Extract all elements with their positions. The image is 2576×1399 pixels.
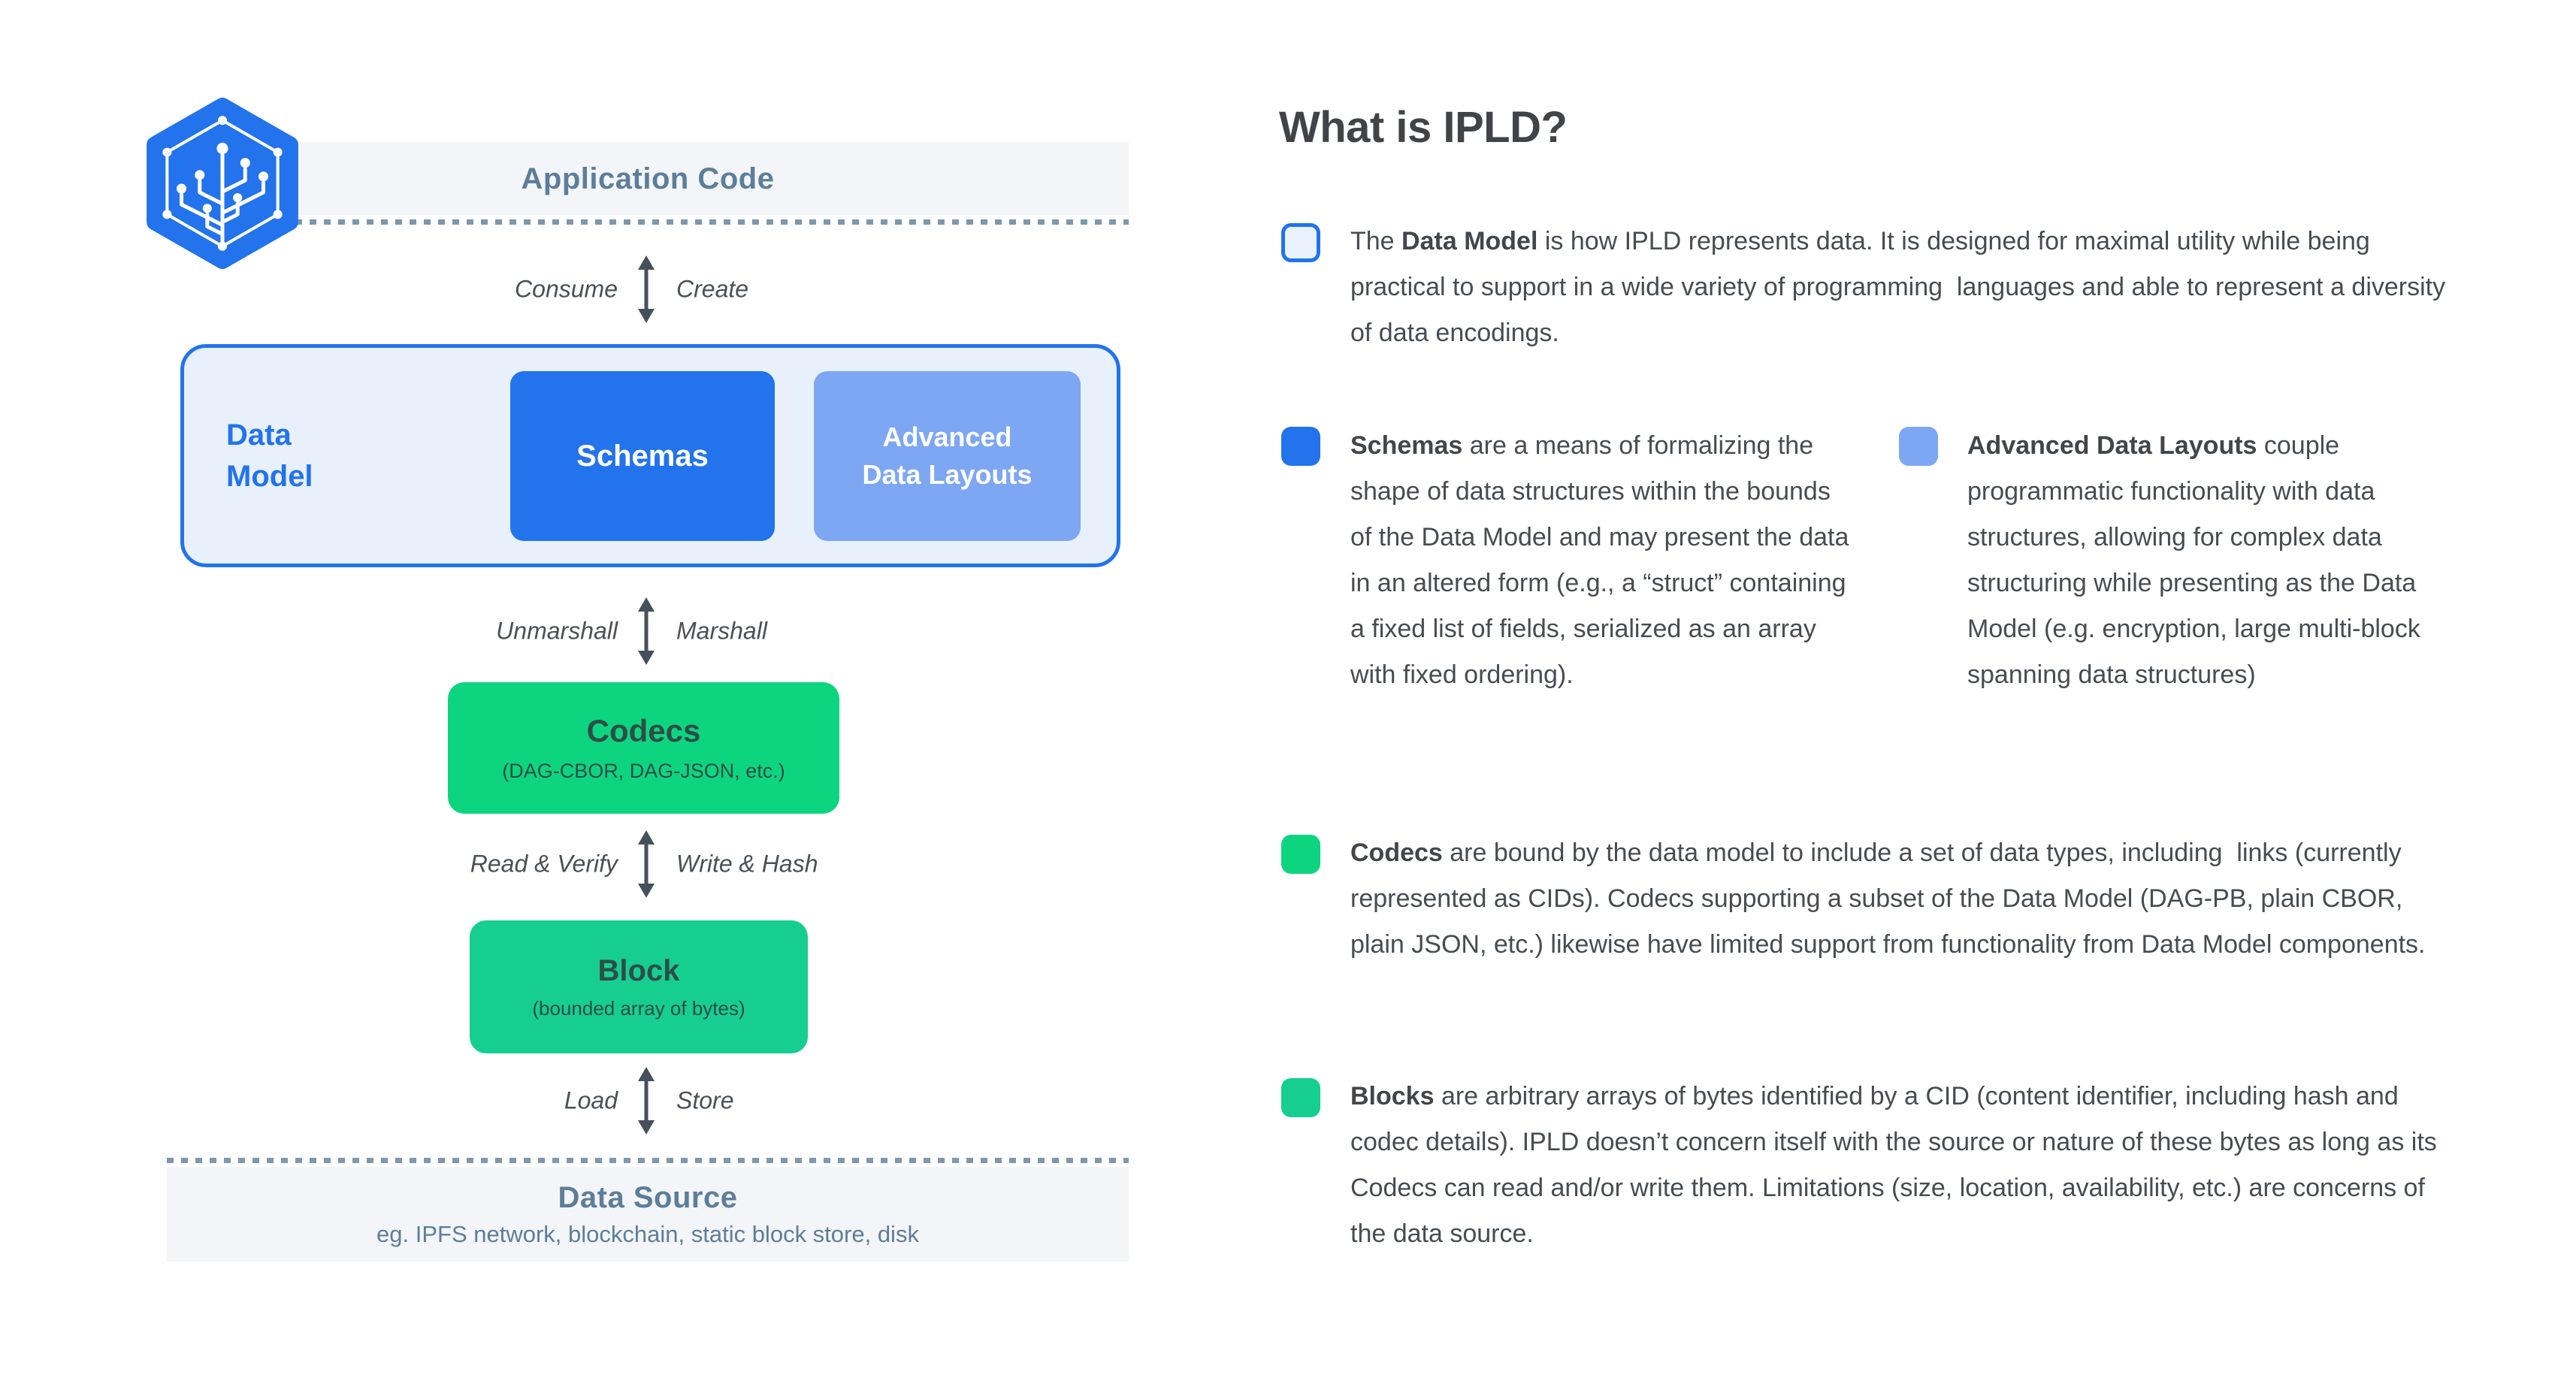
- schemas-term: Schemas: [1350, 431, 1463, 460]
- codecs-box-subtitle: (DAG-CBOR, DAG-JSON, etc.): [502, 760, 785, 782]
- marshall-label: Marshall: [676, 617, 767, 645]
- data-model-label: Data Model: [226, 418, 313, 493]
- schemas-box: Schemas: [510, 371, 775, 541]
- boundary-dotted-line-top: [167, 219, 1129, 225]
- read-verify-label: Read & Verify: [470, 850, 618, 878]
- advanced-data-layouts-swatch: [1899, 427, 1938, 466]
- data-model-swatch: [1281, 223, 1320, 262]
- codecs-paragraph-body: are bound by the data model to include a…: [1350, 838, 2426, 959]
- codecs-box-title: Codecs: [586, 713, 701, 748]
- schemas-box-label: Schemas: [576, 439, 709, 473]
- application-code-layer: Application Code: [167, 142, 1129, 216]
- advanced-data-layouts-paragraph: Advanced Data Layouts couple programmati…: [1967, 423, 2456, 698]
- blocks-swatch: [1281, 1078, 1320, 1117]
- application-code-label: Application Code: [521, 162, 775, 195]
- schemas-swatch: [1281, 427, 1320, 466]
- advanced-data-layouts-box: Advanced Data Layouts: [814, 371, 1081, 541]
- codecs-term: Codecs: [1350, 838, 1443, 867]
- data-source-subtitle: eg. IPFS network, blockchain, static blo…: [376, 1220, 919, 1247]
- write-hash-label: Write & Hash: [676, 850, 818, 878]
- blocks-paragraph-body: are arbitrary arrays of bytes identified…: [1350, 1082, 2444, 1248]
- advanced-data-layouts-box-label: Advanced Data Layouts: [862, 422, 1033, 490]
- blocks-term: Blocks: [1350, 1082, 1435, 1110]
- data-model-term: Data Model: [1401, 227, 1538, 255]
- block-box-subtitle: (bounded array of bytes): [532, 996, 745, 1020]
- consume-label: Consume: [515, 275, 618, 303]
- data-source-title: Data Source: [558, 1180, 738, 1214]
- unmarshall-label: Unmarshall: [496, 617, 618, 645]
- explainer-panel: What is IPLD? The Data Model is how IPLD…: [1202, 0, 2576, 1399]
- block-box: Block (bounded array of bytes): [470, 920, 808, 1053]
- codecs-paragraph: Codecs are bound by the data model to in…: [1350, 830, 2463, 968]
- schemas-paragraph-body: are a means of formalizing the shape of …: [1350, 431, 1856, 689]
- read-write-arrow-icon: [638, 830, 655, 898]
- advanced-data-layouts-paragraph-body: couple programmatic functionality with d…: [1967, 431, 2428, 689]
- data-model-container: Data Model Schemas Advanced Data Layouts: [180, 344, 1120, 567]
- data-model-paragraph-prefix: The: [1350, 227, 1402, 255]
- data-model-paragraph: The Data Model is how IPLD represents da…: [1350, 219, 2463, 356]
- stack-diagram: Application Code: [0, 0, 1202, 1399]
- ipld-logo-icon: [147, 98, 298, 269]
- data-model-paragraph-body: is how IPLD represents data. It is desig…: [1350, 227, 2453, 347]
- schemas-paragraph: Schemas are a means of formalizing the s…: [1350, 423, 1852, 698]
- page-title: What is IPLD?: [1279, 103, 1568, 152]
- block-box-title: Block: [597, 953, 680, 987]
- data-source-layer: Data Source eg. IPFS network, blockchain…: [167, 1167, 1129, 1262]
- store-label: Store: [676, 1086, 734, 1114]
- unmarshall-marshall-arrow-icon: [638, 597, 655, 665]
- load-label: Load: [564, 1086, 618, 1114]
- load-store-arrow-icon: [638, 1067, 655, 1135]
- create-label: Create: [676, 275, 749, 303]
- boundary-dotted-line-bottom: [167, 1158, 1129, 1163]
- codecs-box: Codecs (DAG-CBOR, DAG-JSON, etc.): [448, 682, 839, 814]
- blocks-paragraph: Blocks are arbitrary arrays of bytes ide…: [1350, 1074, 2463, 1257]
- codecs-swatch: [1281, 835, 1320, 874]
- advanced-data-layouts-term: Advanced Data Layouts: [1967, 431, 2257, 460]
- consume-create-arrow-icon: [638, 255, 655, 323]
